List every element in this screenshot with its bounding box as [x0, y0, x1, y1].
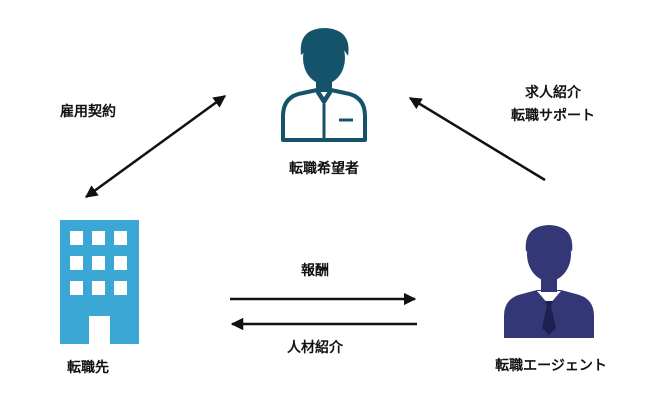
- job-support-label: 求人紹介 転職サポート: [488, 82, 618, 128]
- career-support-text: 転職サポート: [511, 108, 595, 125]
- talent-referral-label: 人材紹介: [287, 340, 343, 356]
- employment-contract-arrow: [84, 94, 227, 199]
- job-seeker-label: 転職希望者: [289, 161, 359, 177]
- employer-label: 転職先: [67, 360, 109, 376]
- reward-label: 報酬: [301, 263, 329, 279]
- job-seeker-icon: [281, 28, 367, 142]
- job-support-arrow: [408, 96, 546, 182]
- agent-businessman-icon: [504, 225, 594, 338]
- employer-building-icon: [60, 220, 139, 344]
- job-referral-text: 求人紹介: [525, 85, 581, 101]
- agent-label: 転職エージェント: [495, 358, 607, 374]
- employment-contract-label: 雇用契約: [60, 104, 116, 120]
